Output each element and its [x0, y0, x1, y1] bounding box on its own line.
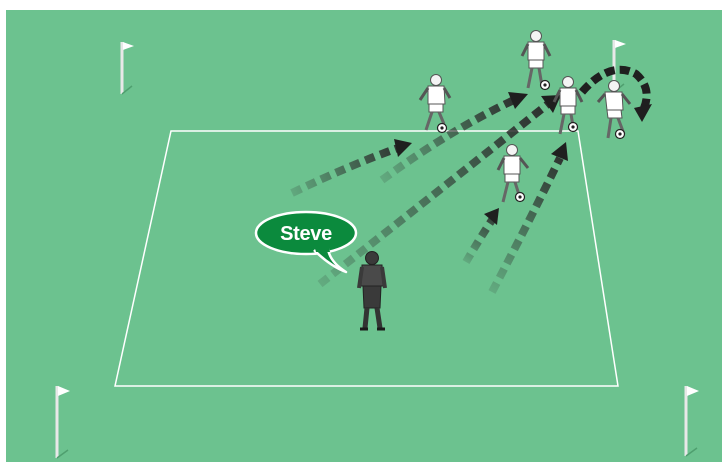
ball-icon — [516, 193, 525, 202]
ball-icon — [616, 130, 625, 139]
ball-icon — [541, 81, 550, 90]
ball-icon — [438, 124, 447, 133]
ball-icon — [569, 123, 578, 132]
coach-name-label: Steve — [280, 223, 332, 245]
